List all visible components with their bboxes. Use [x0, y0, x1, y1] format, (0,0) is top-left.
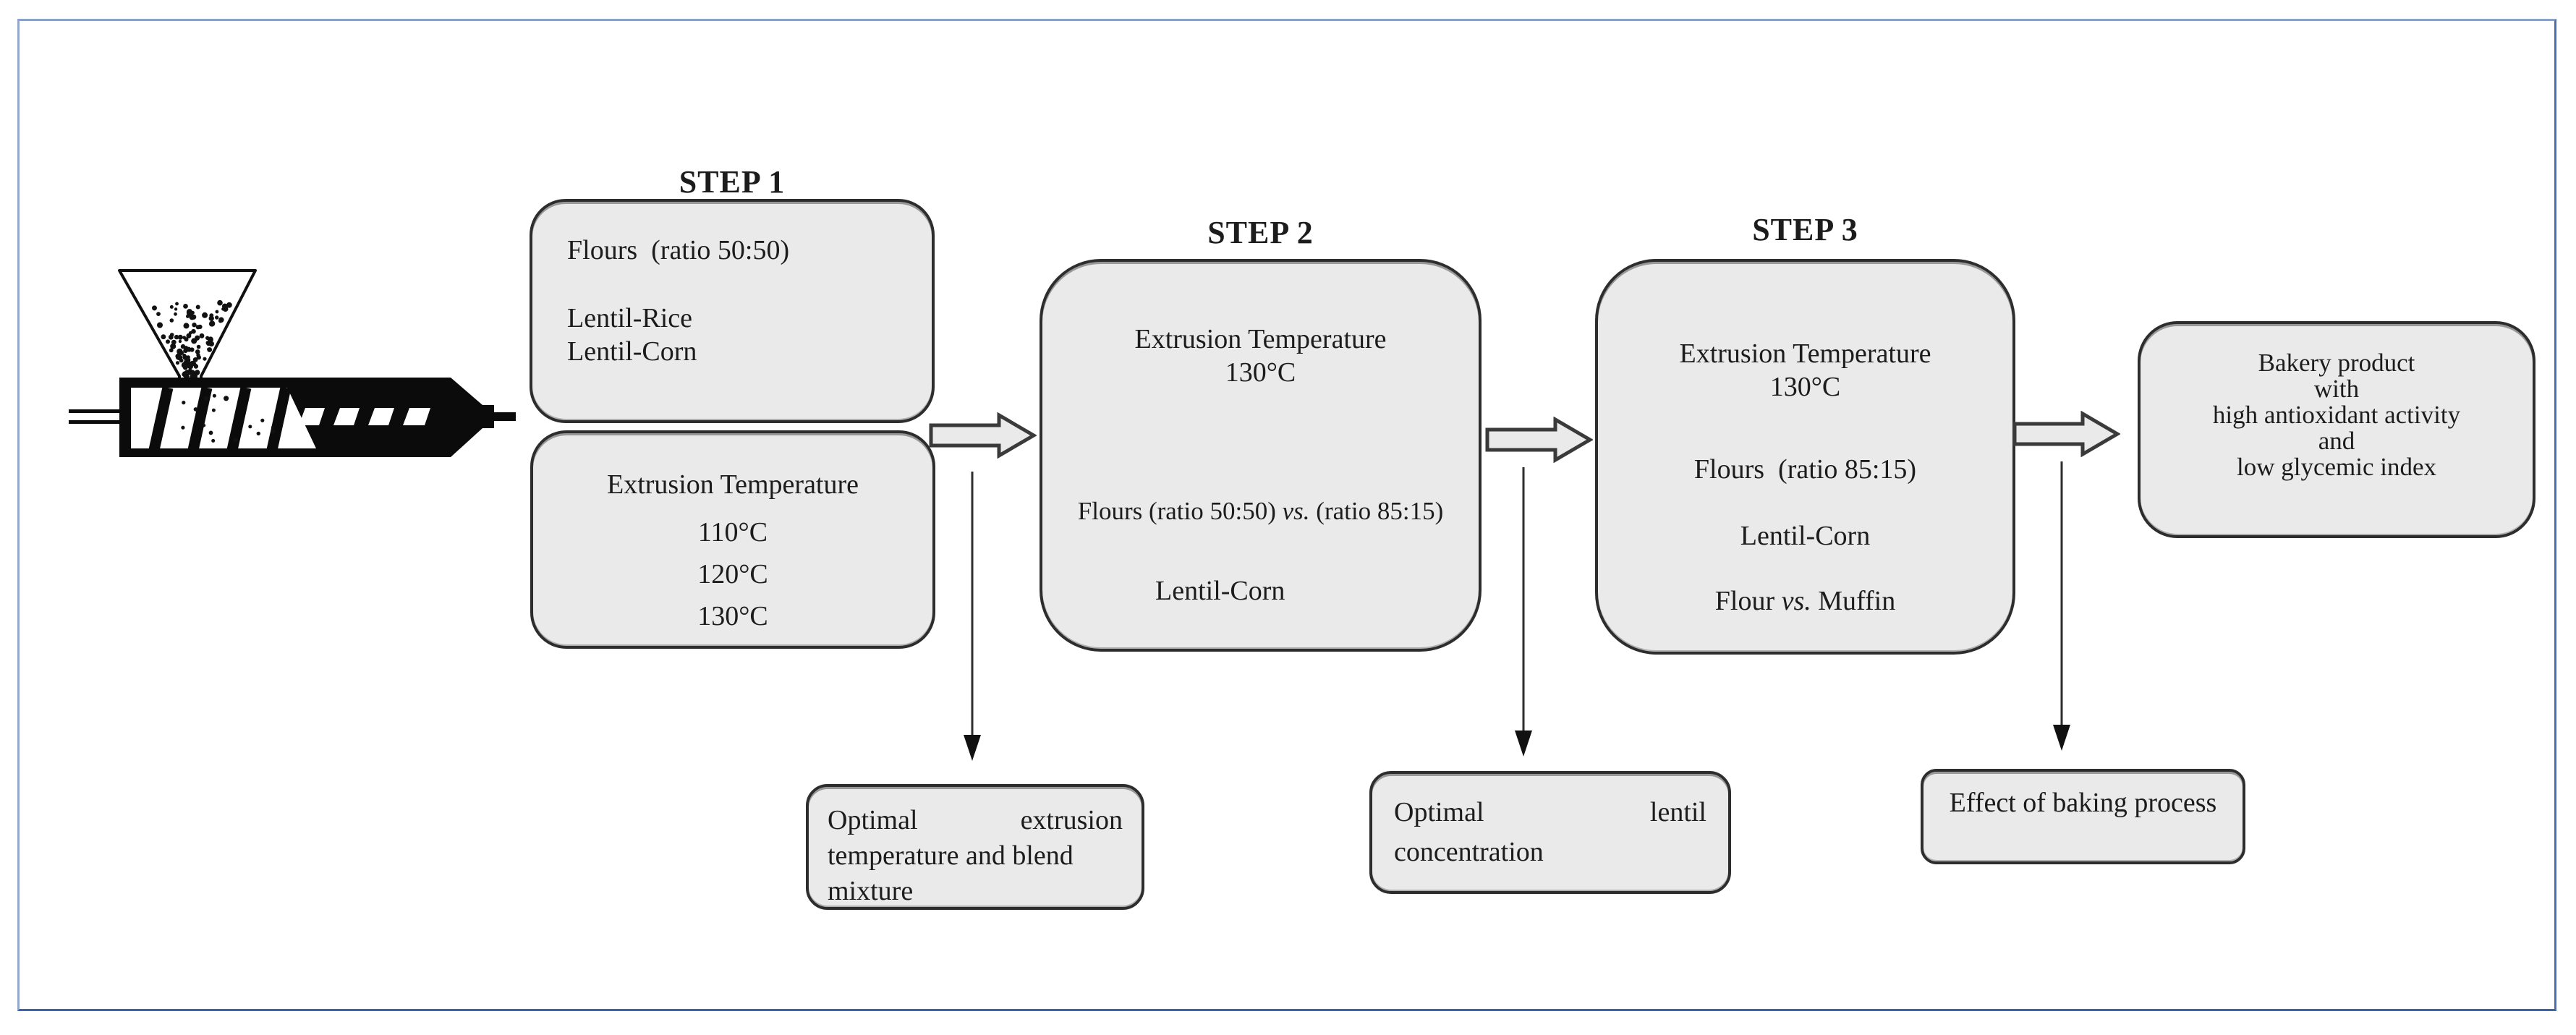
step1-flours-box: Flours (ratio 50:50) Lentil-Rice Lentil-…: [530, 199, 935, 423]
step3-flours-line: Flours (ratio 85:15): [1693, 454, 1917, 485]
outcome-line: and: [2318, 427, 2355, 455]
step2-vs: vs.: [1282, 497, 1310, 525]
outcome-line: low glycemic index: [2236, 453, 2437, 481]
step2-temperature-value: 130°C: [1225, 357, 1296, 388]
finding2-line2: concentration: [1394, 837, 1544, 867]
step3-compare-prefix: Flour: [1714, 586, 1782, 616]
arrow-step1-to-step2-icon: [929, 412, 1037, 459]
arrow-down-finding1-icon: [964, 472, 981, 761]
arrow-step2-to-step3-icon: [1485, 417, 1593, 463]
step2-flours-prefix: Flours (ratio 50:50): [1077, 497, 1283, 525]
finding-optimal-lentil-box: Optimal lentil concentration: [1369, 771, 1731, 894]
outcome-line: high antioxidant activity: [2212, 401, 2461, 429]
step1-label: STEP 1: [679, 164, 786, 200]
step3-vs: vs.: [1781, 586, 1811, 616]
finding1-word-extrusion: extrusion: [1020, 805, 1123, 835]
finding1-line3: mixture: [828, 876, 914, 906]
step3-label: STEP 3: [1752, 212, 1858, 247]
step3-temperature-title: Extrusion Temperature: [1679, 338, 1931, 369]
step2-flours-line: Flours (ratio 50:50) vs. (ratio 85:15): [1042, 495, 1479, 528]
step1-temperature-box: Extrusion Temperature 110°C 120°C 130°C: [530, 430, 935, 649]
temperature-120: 120°C: [697, 559, 768, 589]
arrow-down-finding2-icon: [1515, 467, 1532, 757]
step3-box: Extrusion Temperature 130°C Flours (rati…: [1595, 259, 2015, 655]
temperature-130: 130°C: [697, 601, 768, 631]
step1-blend-lentil-corn: Lentil-Corn: [567, 336, 697, 367]
finding2-word-optimal: Optimal: [1394, 797, 1484, 827]
finding1-line2: temperature and blend: [828, 840, 1074, 871]
finding3-text: Effect of baking process: [1949, 788, 2217, 818]
temperature-110: 110°C: [697, 517, 768, 548]
outcome-box: Bakery product with high antioxidant act…: [2138, 321, 2535, 538]
step3-compare-line: Flour vs. Muffin: [1598, 584, 2012, 618]
step2-temperature-title: Extrusion Temperature: [1134, 324, 1387, 354]
step2-blend: Lentil-Corn: [1155, 576, 1285, 606]
arrow-step3-to-outcome-icon: [2012, 411, 2120, 457]
step1-blend-lentil-rice: Lentil-Rice: [567, 303, 693, 333]
outcome-line: with: [2313, 375, 2360, 403]
finding-baking-effect-box: Effect of baking process: [1921, 769, 2245, 864]
arrow-down-finding3-icon: [2053, 461, 2070, 751]
step1-temperature-title: Extrusion Temperature: [606, 469, 859, 500]
step2-box: Extrusion Temperature 130°C Flours (rati…: [1040, 259, 1482, 652]
outcome-line: Bakery product: [2258, 349, 2415, 377]
extruder-icon: [69, 269, 516, 457]
step3-compare-suffix: Muffin: [1811, 586, 1896, 616]
step3-temperature-value: 130°C: [1769, 372, 1841, 402]
step2-flours-suffix: (ratio 85:15): [1309, 497, 1444, 525]
step2-label: STEP 2: [1207, 215, 1314, 250]
step1-flours-line: Flours (ratio 50:50): [567, 235, 790, 265]
finding1-word-optimal: Optimal: [828, 805, 918, 835]
step3-blend: Lentil-Corn: [1740, 521, 1871, 551]
finding-optimal-extrusion-box: Optimal extrusion temperature and blend …: [806, 784, 1144, 910]
finding2-word-lentil: lentil: [1649, 797, 1706, 827]
